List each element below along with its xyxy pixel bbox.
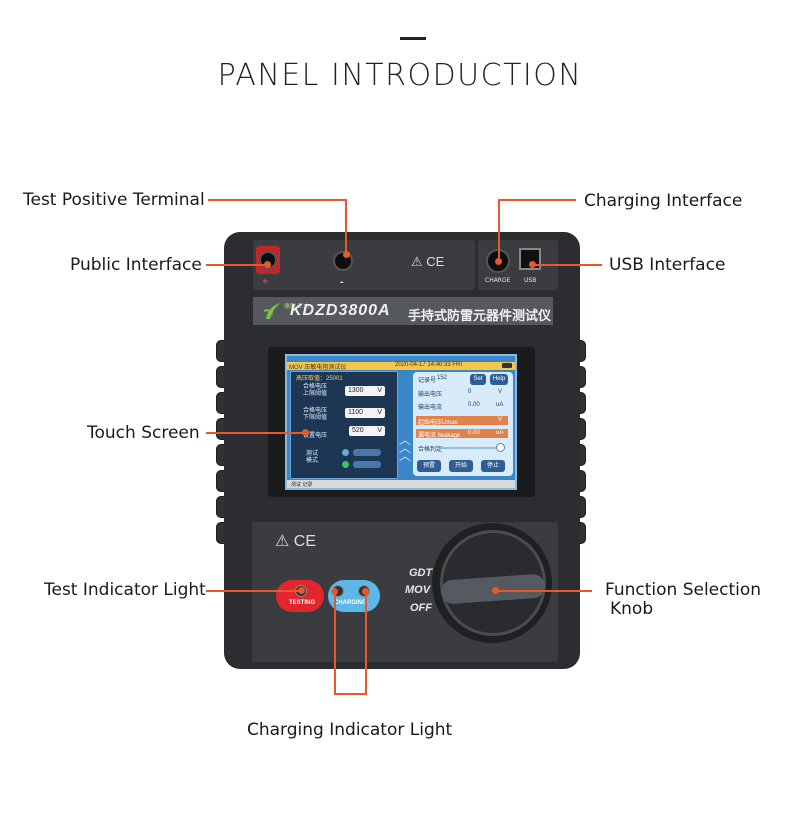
callout-line xyxy=(206,264,268,266)
callout-line xyxy=(496,590,592,592)
battery-icon xyxy=(502,363,512,368)
knob-position-mov: MOV xyxy=(405,584,431,596)
set-button[interactable]: Set xyxy=(470,374,486,385)
title-dash xyxy=(400,37,426,40)
callout-dot xyxy=(302,429,309,436)
callout-dot xyxy=(343,251,350,258)
label-function-selection-knob-1: Function Selection xyxy=(605,580,762,600)
mode-option-1[interactable] xyxy=(353,449,381,456)
callout-line xyxy=(532,264,602,266)
label-touch-screen: Touch Screen xyxy=(87,423,200,443)
start-voltage-row xyxy=(416,416,508,425)
callout-line xyxy=(498,199,500,261)
pass-slider-handle[interactable] xyxy=(496,443,505,452)
callout-line xyxy=(334,592,336,695)
label-charging-indicator-light: Charging Indicator Light xyxy=(247,720,453,740)
label-test-positive-terminal: Test Positive Terminal xyxy=(23,190,205,210)
start-button[interactable]: 开始 xyxy=(449,460,473,472)
callout-line xyxy=(334,693,367,695)
upper-threshold-field[interactable]: 1300 V xyxy=(345,386,385,396)
output-current-label: 输出电流 xyxy=(418,405,443,411)
mode-radio-2[interactable] xyxy=(342,461,349,468)
lower-threshold-field[interactable]: 1100 V xyxy=(345,408,385,418)
callout-line xyxy=(206,432,306,434)
label-public-interface: Public Interface xyxy=(70,255,202,275)
leakage-unit: uA xyxy=(496,430,504,436)
minus-sign: - xyxy=(340,276,344,288)
callout-line xyxy=(365,592,367,695)
label-charging-interface: Charging Interface xyxy=(584,191,743,211)
callout-line xyxy=(345,199,347,255)
callout-line xyxy=(208,199,347,201)
charging-label: CHARGING xyxy=(334,600,367,606)
output-voltage-unit: V xyxy=(498,389,503,395)
callout-dot xyxy=(529,261,536,268)
start-voltage-unit: V xyxy=(498,417,503,423)
record-tab[interactable]: 测试 记录 xyxy=(291,482,313,488)
mode-option-2[interactable] xyxy=(353,461,381,468)
callout-dot xyxy=(362,588,369,595)
screen-bottom-bar: 测试 记录 xyxy=(287,480,515,488)
lower-threshold-label: 合格电压 下限阈值 xyxy=(303,408,328,421)
set-voltage-label: 设置电压 xyxy=(303,433,328,439)
callout-dot xyxy=(492,587,499,594)
record-label: 记录号 xyxy=(418,378,437,384)
pass-judgement-label: 合格判定 xyxy=(418,447,443,453)
leaf-logo-icon xyxy=(263,303,280,319)
set-voltage-field[interactable]: 520 V xyxy=(349,426,385,436)
charge-label: CHARGE xyxy=(485,277,511,284)
screen-mode: MOV 压敏电阻测试仪 xyxy=(289,365,347,371)
pass-slider-track[interactable] xyxy=(440,447,498,449)
nameplate xyxy=(253,297,553,325)
logo-text: 康耐 正大 xyxy=(284,304,310,310)
cert-marks-top: ⚠ CE xyxy=(411,254,445,269)
screen-status-bar: MOV 压敏电阻测试仪 2020-04-17 14:40:33 FRI xyxy=(287,362,515,371)
label-function-selection-knob-2: Knob xyxy=(610,599,654,619)
stop-button[interactable]: 停止 xyxy=(481,460,505,472)
callout-line xyxy=(206,590,302,592)
output-voltage-value: 0 xyxy=(468,389,472,395)
leakage-label: 漏电流 Ileakage xyxy=(418,433,461,439)
callout-dot xyxy=(264,261,271,268)
page-title: PANEL INTRODUCTION xyxy=(217,58,583,93)
label-test-indicator-light: Test Indicator Light xyxy=(44,580,206,600)
label-usb-interface: USB Interface xyxy=(609,255,726,275)
testing-label: TESTING xyxy=(289,600,316,606)
help-button[interactable]: Help xyxy=(490,374,508,385)
plus-sign: + xyxy=(262,276,269,288)
callout-line xyxy=(498,199,576,201)
output-voltage-label: 输出电压 xyxy=(418,392,443,398)
callout-dot xyxy=(298,587,305,594)
output-current-unit: uA xyxy=(496,402,504,408)
device-name-cn: 手持式防雷元器件测试仪 xyxy=(408,308,552,323)
output-current-value: 0.00 xyxy=(468,402,480,408)
model-name: KDZD3800A xyxy=(290,302,391,319)
record-value: 152 xyxy=(437,375,448,381)
terminal-panel xyxy=(253,240,475,290)
preset-label: 高压取值：25001 xyxy=(296,376,343,382)
scroll-arrows-icon[interactable]: ︿︿︿ xyxy=(399,433,412,463)
usb-label: USB xyxy=(524,277,537,284)
leakage-row xyxy=(416,429,508,438)
preset-button[interactable]: 预置 xyxy=(417,460,441,472)
knob-position-gdt: GDT xyxy=(409,567,433,579)
callout-dot xyxy=(495,258,502,265)
test-mode-label: 测试 模式 xyxy=(306,451,319,464)
upper-threshold-label: 合格电压 上限阈值 xyxy=(303,384,328,397)
leakage-value: 0.00 xyxy=(468,430,480,436)
cert-marks-bottom: ⚠ CE xyxy=(275,533,317,550)
start-voltage-label: 起始电压Umax xyxy=(418,420,458,426)
screen-datetime: 2020-04-17 14:40:33 FRI xyxy=(395,362,463,368)
knob-position-off: OFF xyxy=(410,602,432,614)
mode-radio-1[interactable] xyxy=(342,449,349,456)
callout-dot xyxy=(331,588,338,595)
